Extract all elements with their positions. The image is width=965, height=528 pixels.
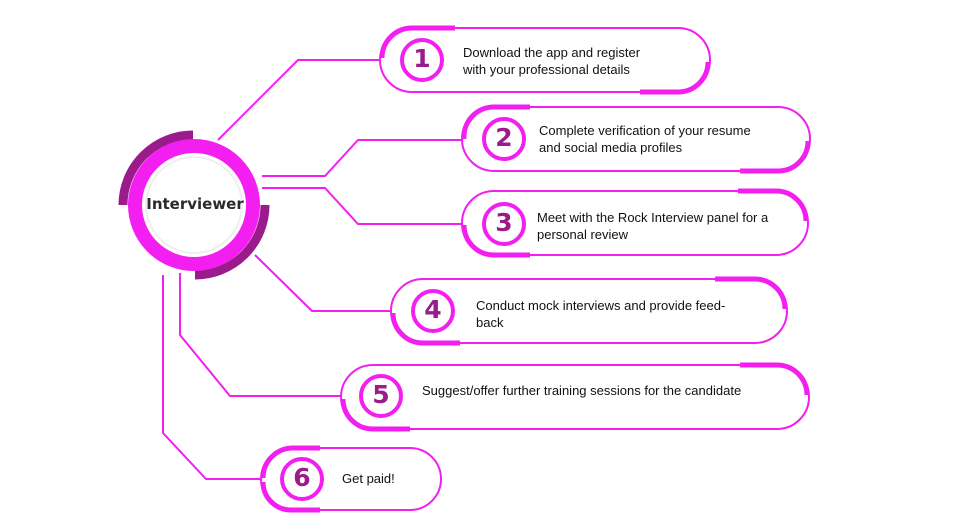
step-6-badge xyxy=(280,457,324,501)
step-1-number: 1 xyxy=(413,44,431,73)
step-2-number: 2 xyxy=(495,123,513,152)
connector-6 xyxy=(162,275,262,480)
step-2-text-line1: Complete verification of your resume xyxy=(539,123,751,138)
step-2-text: Complete verification of your resume and… xyxy=(539,122,799,156)
step-2-text-line2: and social media profiles xyxy=(539,140,683,155)
step-3-text-line1: Meet with the Rock Interview panel for a xyxy=(537,210,769,225)
step-1-pill xyxy=(379,27,711,93)
step-1 xyxy=(379,25,711,95)
step-6-text: Get paid! xyxy=(342,470,432,487)
step-3-pill xyxy=(461,190,809,256)
step-4-pill xyxy=(390,278,788,344)
connector-4 xyxy=(254,254,392,312)
connectors xyxy=(162,59,463,480)
step-6-accent-top xyxy=(260,445,320,479)
step-4 xyxy=(390,276,788,346)
step-5-text: Suggest/offer further training sessions … xyxy=(422,382,802,399)
step-4-badge xyxy=(411,289,455,333)
step-5-accent-bottom xyxy=(340,398,410,432)
step-5-badge xyxy=(359,374,403,418)
step-3 xyxy=(461,188,809,258)
hub-outer-arc-top xyxy=(118,130,194,206)
step-5-number: 5 xyxy=(372,380,390,409)
step-3-accent-bottom xyxy=(461,224,530,258)
step-4-text: Conduct mock interviews and provide feed… xyxy=(476,297,776,331)
step-6 xyxy=(260,445,442,513)
step-3-text-line2: personal review xyxy=(537,227,629,242)
step-1-accent-top xyxy=(379,25,455,59)
step-4-accent-bottom xyxy=(390,312,460,346)
connector-2 xyxy=(262,139,463,177)
step-4-text-line1: Conduct mock interviews and provide feed… xyxy=(476,298,726,313)
step-4-text-line2: back xyxy=(476,315,504,330)
step-1-text-line2: with your professional details xyxy=(463,62,630,77)
hub-inner xyxy=(145,156,243,254)
hub xyxy=(118,130,270,280)
step-6-text-line1: Get paid! xyxy=(342,471,395,486)
step-2 xyxy=(461,104,811,174)
step-1-text-line1: Download the app and register xyxy=(463,45,641,60)
step-5 xyxy=(340,362,810,432)
step-1-badge xyxy=(400,38,444,82)
step-3-accent-top xyxy=(738,188,809,222)
step-6-accent-bottom xyxy=(260,481,320,513)
step-5-pill xyxy=(340,364,810,430)
step-2-accent-top xyxy=(461,104,530,140)
connector-5 xyxy=(179,273,342,397)
step-5-text-line1: Suggest/offer further training sessions … xyxy=(422,383,742,398)
step-1-text: Download the app and register with your … xyxy=(463,44,698,78)
step-2-badge xyxy=(482,117,526,161)
hub-outer-arc-bottom xyxy=(194,204,270,280)
hub-label: Interviewer xyxy=(146,195,244,213)
step-6-number: 6 xyxy=(293,463,311,492)
connector-3 xyxy=(262,187,463,225)
step-2-accent-bottom xyxy=(740,140,811,174)
step-3-number: 3 xyxy=(495,208,513,237)
step-4-accent-top xyxy=(715,276,788,310)
step-4-number: 4 xyxy=(424,295,442,324)
step-3-badge xyxy=(482,202,526,246)
step-5-accent-top xyxy=(740,362,810,396)
step-1-accent-bottom xyxy=(640,61,711,95)
step-3-text: Meet with the Rock Interview panel for a… xyxy=(537,209,799,243)
connector-1 xyxy=(217,59,382,141)
